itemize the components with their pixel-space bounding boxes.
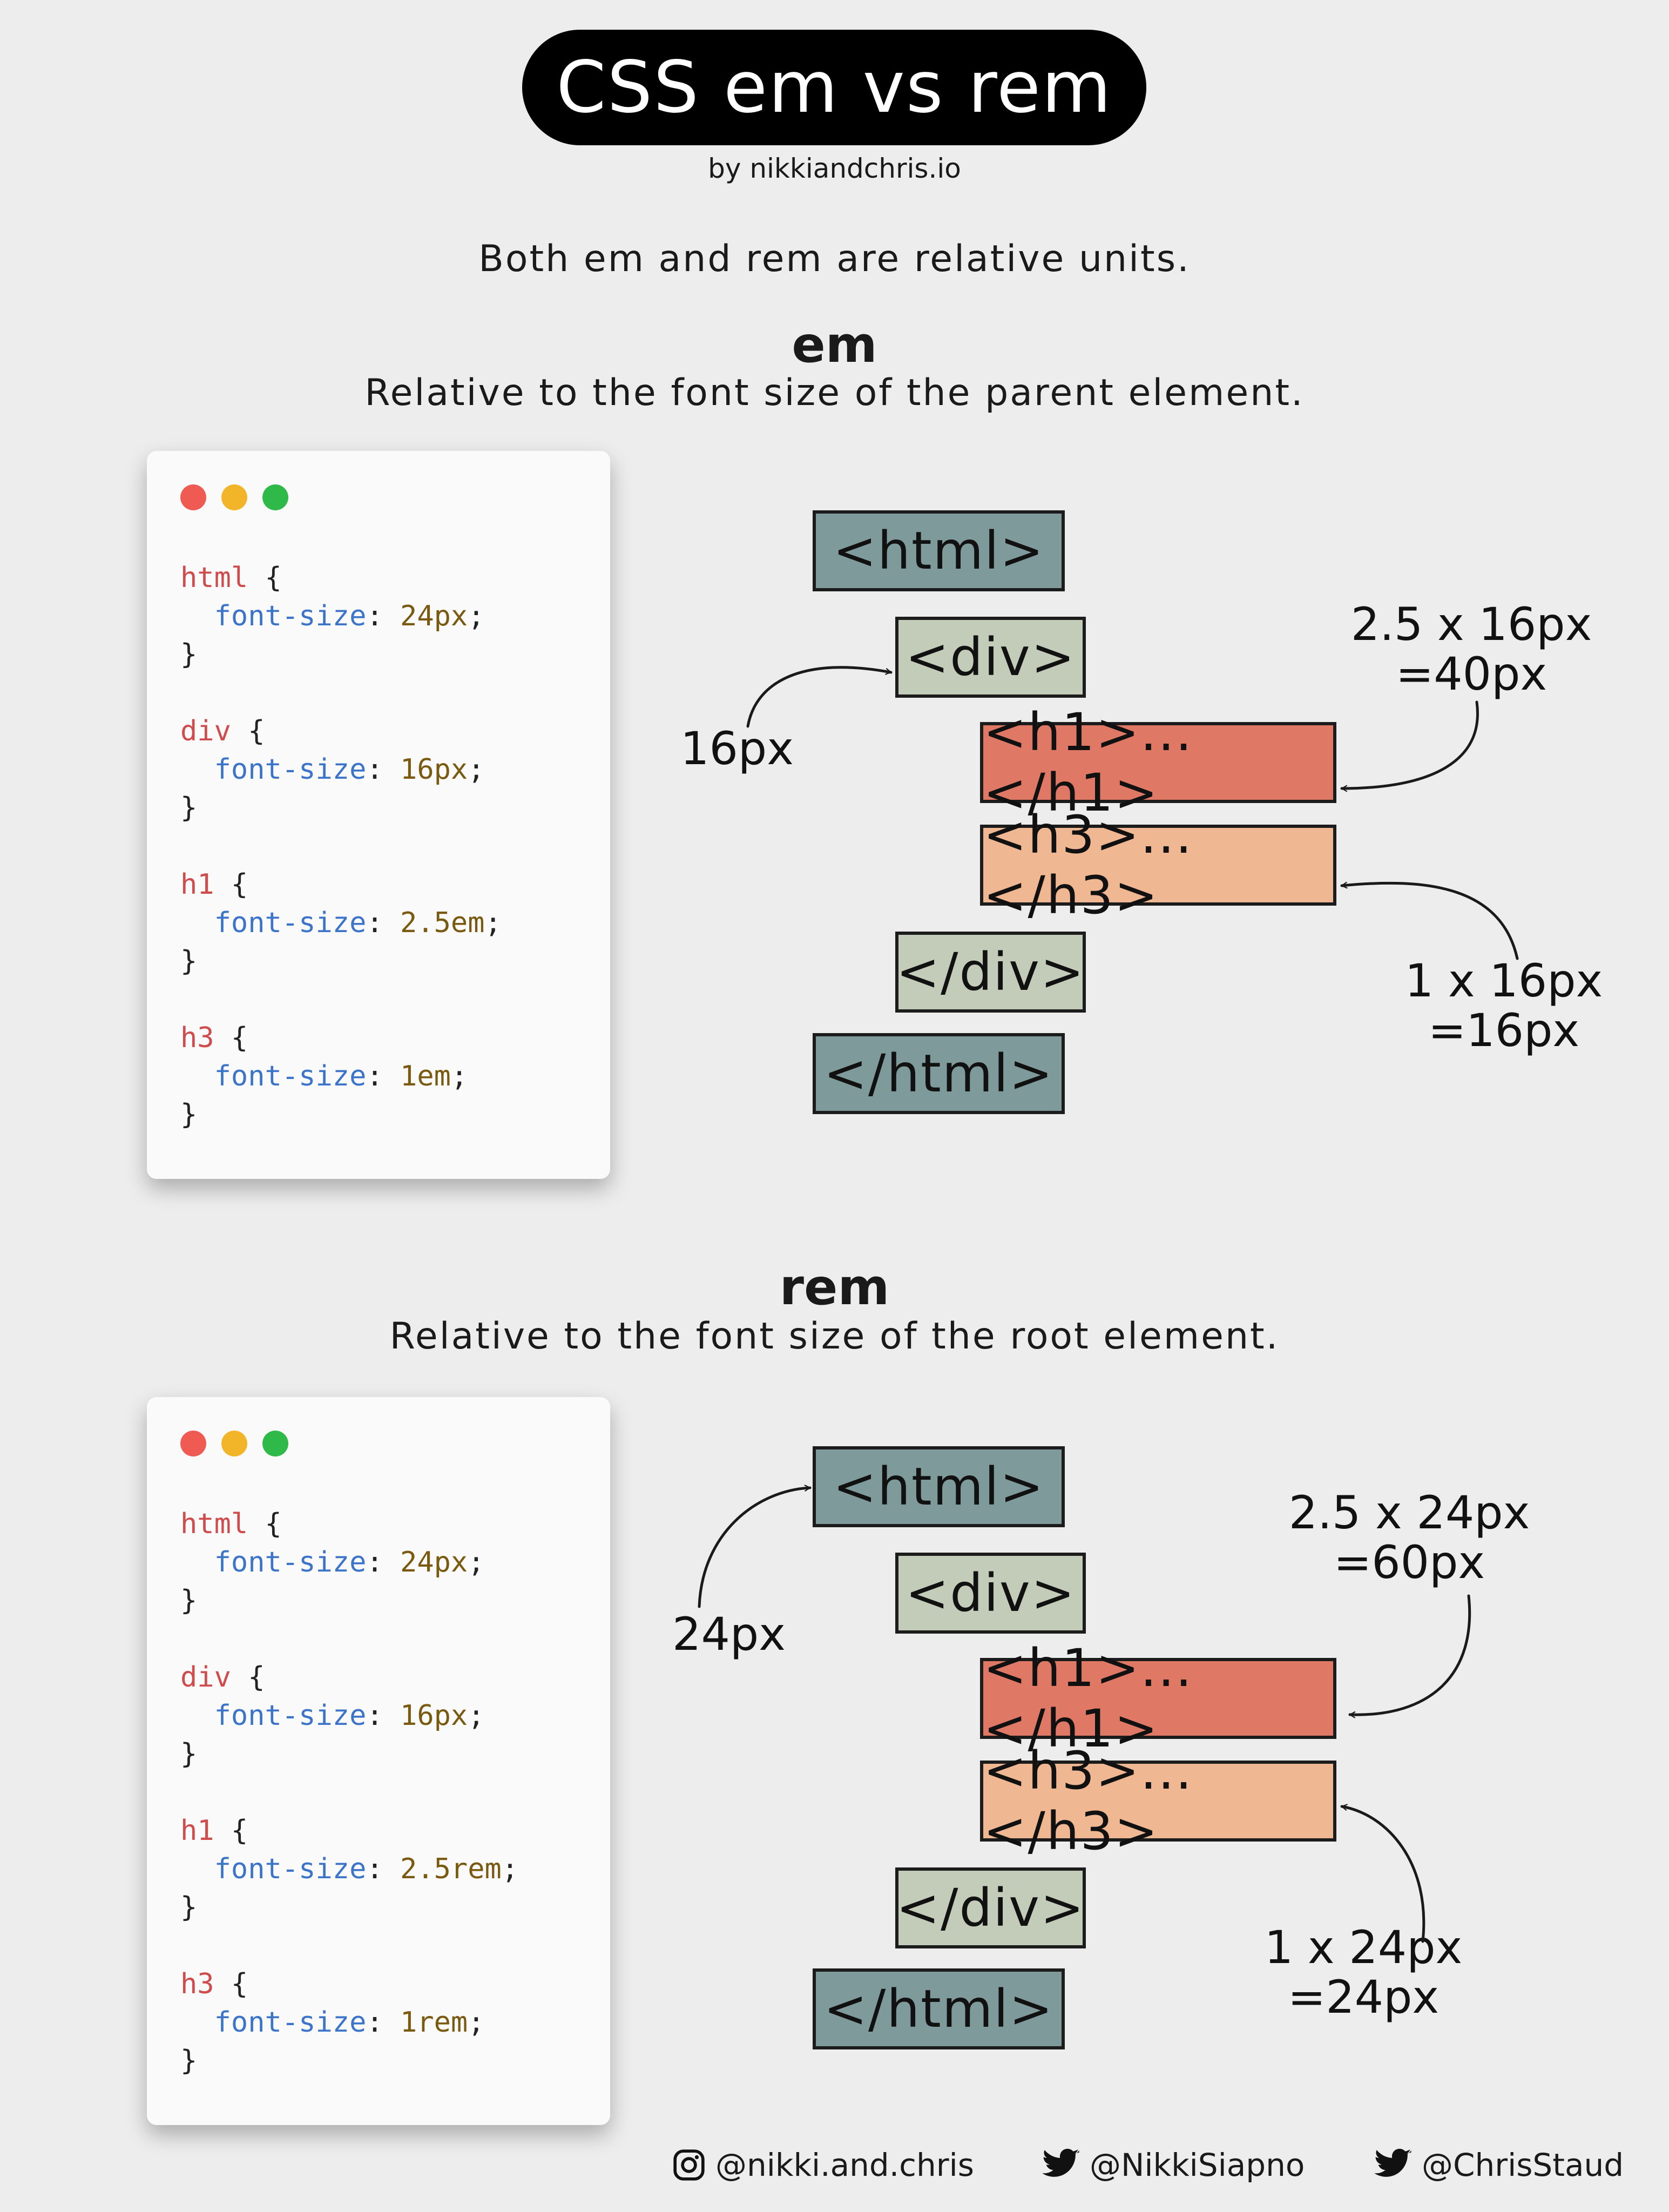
twitter-handle: @ChrisStaud [1422,2147,1624,2183]
minimize-dot [221,1431,247,1456]
instagram-handle: @nikki.and.chris [715,2147,974,2183]
arrow-rem-base [698,1484,812,1608]
code-value: 1rem [400,2006,468,2039]
window-dots [180,1431,288,1456]
arrow-em-h3 [1340,881,1519,960]
em-base-label: 16px [680,722,794,775]
code-value: 24px [400,1546,468,1579]
calc-line: 2.5 x 16px [1350,598,1592,651]
em-subheading: Relative to the font size of the parent … [364,372,1305,414]
calc-line: =40px [1395,648,1548,700]
code-selector: h3 [180,1968,214,2000]
code-value: 24px [400,600,468,632]
code-selector: h1 [180,868,214,901]
code-property: font-size [214,600,367,632]
calc-line: 1 x 24px [1264,1921,1463,1974]
tag-div-open: <div> [895,617,1086,698]
close-dot [180,484,206,510]
arrow-em-base [746,666,893,728]
tag-div-open: <div> [895,1553,1086,1634]
instagram-icon [673,2149,705,2181]
code-value: 16px [400,1700,468,1732]
rem-heading: rem [779,1258,890,1316]
rem-code-card: html { font-size: 24px; } div { font-siz… [147,1397,610,2125]
page-title: CSS em vs rem [556,46,1112,129]
intro-text: Both em and rem are relative units. [478,238,1191,280]
twitter-handle: @NikkiSiapno [1090,2147,1305,2183]
code-selector: div [180,1661,231,1694]
calc-line: =24px [1287,1971,1440,2024]
code-property: font-size [214,753,367,786]
rem-h1-calc: 2.5 x 24px =60px [1274,1488,1544,1587]
calc-line: =60px [1333,1536,1485,1589]
em-code-block: html { font-size: 24px; } div { font-siz… [180,562,502,1131]
tag-html-close: </html> [813,1968,1065,2049]
twitter-link-chris[interactable]: @ChrisStaud [1374,2147,1624,2183]
instagram-link[interactable]: @nikki.and.chris [672,2147,974,2183]
code-value: 2.5rem [400,1853,502,1885]
code-value: 16px [400,753,468,786]
rem-base-label: 24px [672,1608,786,1661]
code-property: font-size [214,1700,367,1732]
minimize-dot [221,484,247,510]
calc-line: 1 x 16px [1404,954,1603,1007]
tag-html-open: <html> [813,510,1065,591]
code-selector: h1 [180,1815,214,1847]
calc-line: 2.5 x 24px [1288,1486,1530,1539]
code-property: font-size [214,1546,367,1579]
twitter-icon [1374,2148,1411,2177]
rem-subheading: Relative to the font size of the root el… [389,1315,1280,1358]
code-selector: html [180,562,248,594]
code-value: 2.5em [400,907,485,939]
twitter-icon [1042,2148,1079,2177]
em-heading: em [792,316,877,374]
code-selector: div [180,715,231,747]
calc-line: =16px [1428,1004,1580,1057]
arrow-rem-h3 [1340,1804,1425,1943]
maximize-dot [262,1431,288,1456]
byline: by nikkiandchris.io [708,153,961,184]
tag-div-close: </div> [895,1867,1086,1948]
arrow-em-h1 [1340,700,1479,792]
code-property: font-size [214,1853,367,1885]
tag-html-open: <html> [813,1446,1065,1527]
title-pill: CSS em vs rem [522,30,1146,145]
em-h1-calc: 2.5 x 16px =40px [1350,599,1593,699]
rem-code-block: html { font-size: 24px; } div { font-siz… [180,1508,519,2077]
rem-h3-calc: 1 x 24px =24px [1242,1923,1485,2022]
code-property: font-size [214,1060,367,1092]
twitter-link-nikki[interactable]: @NikkiSiapno [1042,2147,1305,2183]
close-dot [180,1431,206,1456]
arrow-rem-h1 [1348,1594,1471,1718]
window-dots [180,484,288,510]
code-selector: html [180,1508,248,1540]
maximize-dot [262,484,288,510]
code-value: 1em [400,1060,451,1092]
em-code-card: html { font-size: 24px; } div { font-siz… [147,451,610,1179]
code-property: font-size [214,907,367,939]
em-h3-calc: 1 x 16px =16px [1382,956,1625,1055]
tag-html-close: </html> [813,1033,1065,1114]
tag-div-close: </div> [895,932,1086,1013]
code-selector: h3 [180,1022,214,1054]
code-property: font-size [214,2006,367,2039]
